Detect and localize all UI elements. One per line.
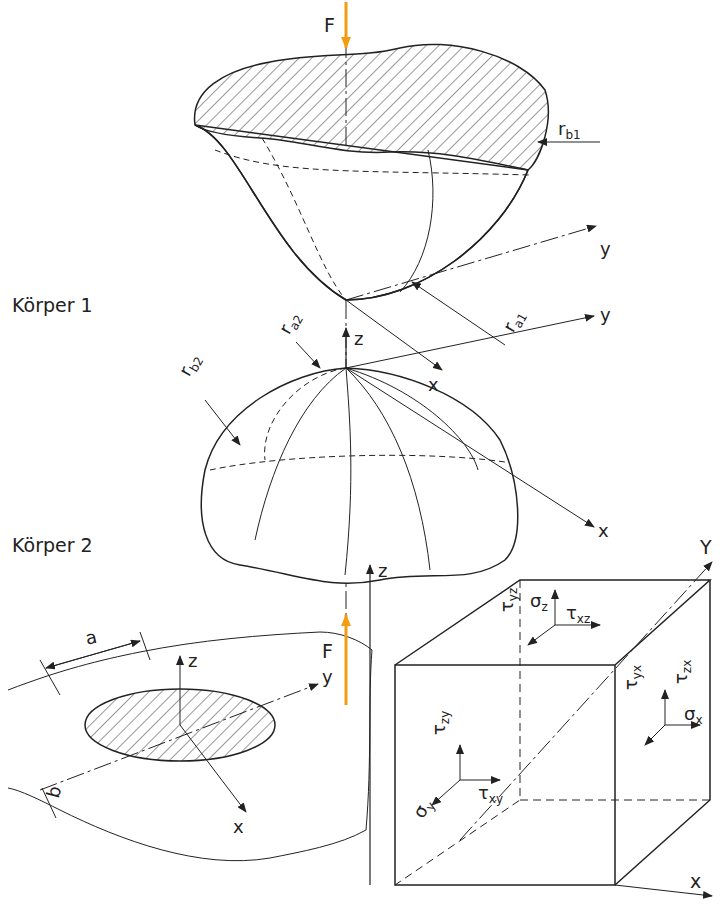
stress-label: τzx [672, 660, 690, 684]
axis-label: z [378, 562, 387, 580]
axis-label: z [188, 652, 197, 670]
force-label: F [324, 16, 335, 35]
stress-label: σz [530, 592, 548, 610]
axis-label: x [428, 376, 439, 394]
radius-label: rb1 [558, 120, 581, 138]
axis-label: y [322, 668, 333, 686]
body-label: Körper 2 [12, 536, 93, 555]
stress-label: τyz [498, 588, 516, 612]
stress-label: σx [684, 705, 703, 723]
stress-label: τxy [478, 784, 503, 802]
radius-label: ra2 [276, 309, 303, 337]
axis-label: x [690, 872, 701, 891]
axis-label: Y [700, 538, 712, 557]
dimension-label: b [44, 784, 64, 800]
axis-label: x [598, 522, 609, 540]
radius-label: rb2 [176, 350, 203, 379]
axis-label: x [233, 818, 244, 836]
axis-label: y [600, 306, 611, 324]
stress-label: τzy [430, 711, 448, 735]
axis-label: z [354, 330, 363, 348]
stress-label: τyx [622, 665, 640, 690]
stress-label: τxz [566, 604, 590, 622]
force-label: F [322, 642, 333, 661]
dimension-label: a [84, 628, 99, 648]
body-label: Körper 1 [12, 296, 93, 315]
axis-label: y [600, 240, 611, 258]
